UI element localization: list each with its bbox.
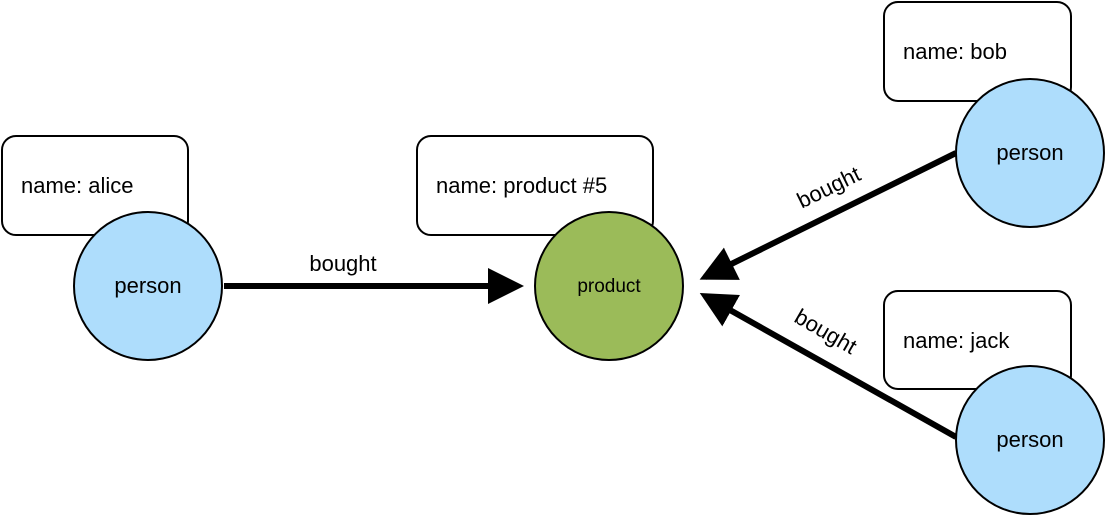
product-property-box: name: product #5 xyxy=(416,135,654,236)
edge-alice-product-label: bought xyxy=(309,251,376,276)
product-circle xyxy=(534,211,684,361)
edge-bob-product-line xyxy=(699,150,958,280)
bob-property-text: name: bob xyxy=(903,39,1007,64)
product-node-label: product xyxy=(577,276,641,297)
product-property-text: name: product #5 xyxy=(436,173,607,198)
node-bob: person xyxy=(955,78,1105,228)
jack-property-text: name: jack xyxy=(903,328,1010,353)
jack-node-label: person xyxy=(996,427,1063,452)
alice-node-label: person xyxy=(114,273,181,298)
node-jack: person xyxy=(955,365,1105,515)
alice-property-text: name: alice xyxy=(21,173,134,198)
jack-person-circle xyxy=(955,365,1105,515)
bob-person-circle xyxy=(955,78,1105,228)
bob-node-label: person xyxy=(996,140,1063,165)
edge-bob-bought-product: bought xyxy=(699,150,958,280)
alice-person-circle xyxy=(73,211,223,361)
jack-property-box: name: jack xyxy=(883,290,1072,390)
edge-alice-bought-product: bought xyxy=(224,251,524,304)
bob-property-box: name: bob xyxy=(883,1,1072,102)
node-alice: person xyxy=(73,211,223,361)
node-product: product xyxy=(534,211,684,361)
alice-property-box: name: alice xyxy=(1,135,189,236)
edge-jack-product-line xyxy=(699,293,958,440)
